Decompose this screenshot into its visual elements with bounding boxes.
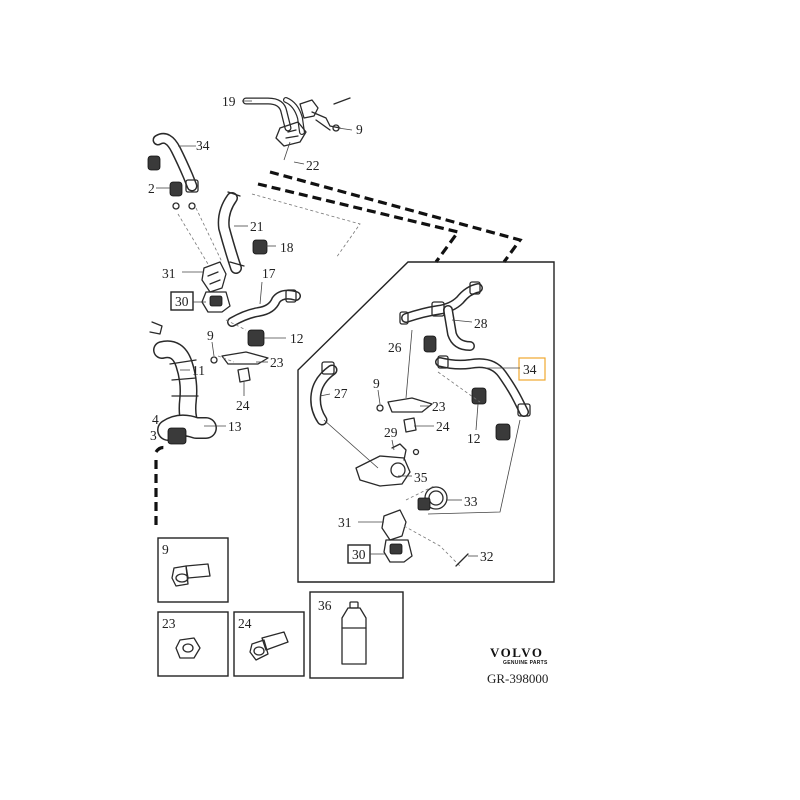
callout-9-right: 9 — [373, 376, 380, 391]
callout-22: 22 — [306, 158, 320, 173]
callout-4: 4 — [152, 412, 159, 427]
pump-35 — [355, 443, 420, 487]
clamp-12-right-b — [495, 423, 511, 441]
callout-26: 26 — [388, 340, 402, 355]
callout-11: 11 — [192, 363, 205, 378]
callout-24-left: 24 — [236, 398, 250, 413]
detail-frame — [297, 261, 555, 583]
diagram-reference: GR-398000 — [487, 671, 548, 686]
callout-labels: 19 9 22 34 2 21 18 31 17 30 9 12 11 23 2… — [148, 94, 546, 564]
dashed-route-outer — [269, 170, 523, 263]
callout-34-right-box — [518, 357, 546, 381]
bracket-23-right — [376, 397, 433, 433]
callout-21: 21 — [250, 219, 264, 234]
callout-30-right: 30 — [352, 547, 366, 562]
callout-33: 33 — [464, 494, 478, 509]
detail-label-9: 9 — [162, 542, 169, 557]
brand-tagline: GENUINE PARTS — [503, 660, 548, 666]
detail-box-24: 24 — [233, 611, 305, 677]
callout-9-left: 9 — [207, 328, 214, 343]
detail-box-23: 23 — [157, 611, 229, 677]
detail-label-24: 24 — [238, 616, 252, 631]
clamp-12-left — [247, 329, 265, 347]
callout-9-top: 9 — [356, 122, 363, 137]
detail-label-23: 23 — [162, 616, 176, 631]
callout-31-right: 31 — [338, 515, 352, 530]
upper-pipe-assembly — [242, 97, 351, 147]
callout-24-right: 24 — [436, 419, 450, 434]
clamp-18 — [252, 239, 268, 255]
callout-34-right: 34 — [523, 362, 537, 377]
callout-32: 32 — [480, 549, 494, 564]
brand-name: VOLVO — [490, 645, 543, 660]
callout-35: 35 — [414, 470, 428, 485]
right-assembly — [310, 281, 531, 567]
callout-2: 2 — [148, 181, 155, 196]
hose-34-right — [435, 355, 531, 417]
hose-34-left — [147, 132, 199, 210]
hose-11-13 — [149, 321, 217, 445]
callout-30-left-box — [170, 291, 194, 311]
callout-27: 27 — [334, 386, 348, 401]
bracket-23-left — [210, 351, 269, 383]
callout-29: 29 — [384, 425, 398, 440]
callout-31-left: 31 — [162, 266, 176, 281]
dashed-route-thin — [251, 193, 361, 259]
callout-23-left: 23 — [270, 355, 284, 370]
callout-23-right: 23 — [432, 399, 446, 414]
coolant-bottle-icon — [341, 601, 367, 665]
brand-block: VOLVO GENUINE PARTS GR-398000 — [487, 645, 548, 686]
callout-30-left: 30 — [175, 294, 189, 309]
callout-34-left: 34 — [196, 138, 210, 153]
clamp-26 — [423, 335, 437, 353]
callout-12-right: 12 — [467, 431, 481, 446]
clamp-12-right-a — [471, 387, 487, 405]
callout-13: 13 — [228, 419, 242, 434]
clamp-33 — [417, 486, 448, 511]
callout-18: 18 — [280, 240, 294, 255]
valve-30-right — [381, 509, 413, 563]
hose-17 — [227, 289, 301, 327]
detail-box-9: 9 — [157, 537, 229, 603]
callout-3: 3 — [150, 428, 157, 443]
detail-label-36: 36 — [318, 598, 332, 613]
hose-27 — [310, 361, 338, 426]
hose-28 — [399, 281, 483, 351]
detail-box-36: 36 — [309, 591, 404, 679]
valve-30-left — [201, 261, 231, 313]
left-assembly — [147, 97, 351, 530]
callout-12-left: 12 — [290, 331, 304, 346]
callout-17: 17 — [262, 266, 276, 281]
dashed-route-inner — [257, 182, 461, 263]
hose-21 — [217, 191, 245, 274]
callout-19: 19 — [222, 94, 236, 109]
callout-28: 28 — [474, 316, 488, 331]
